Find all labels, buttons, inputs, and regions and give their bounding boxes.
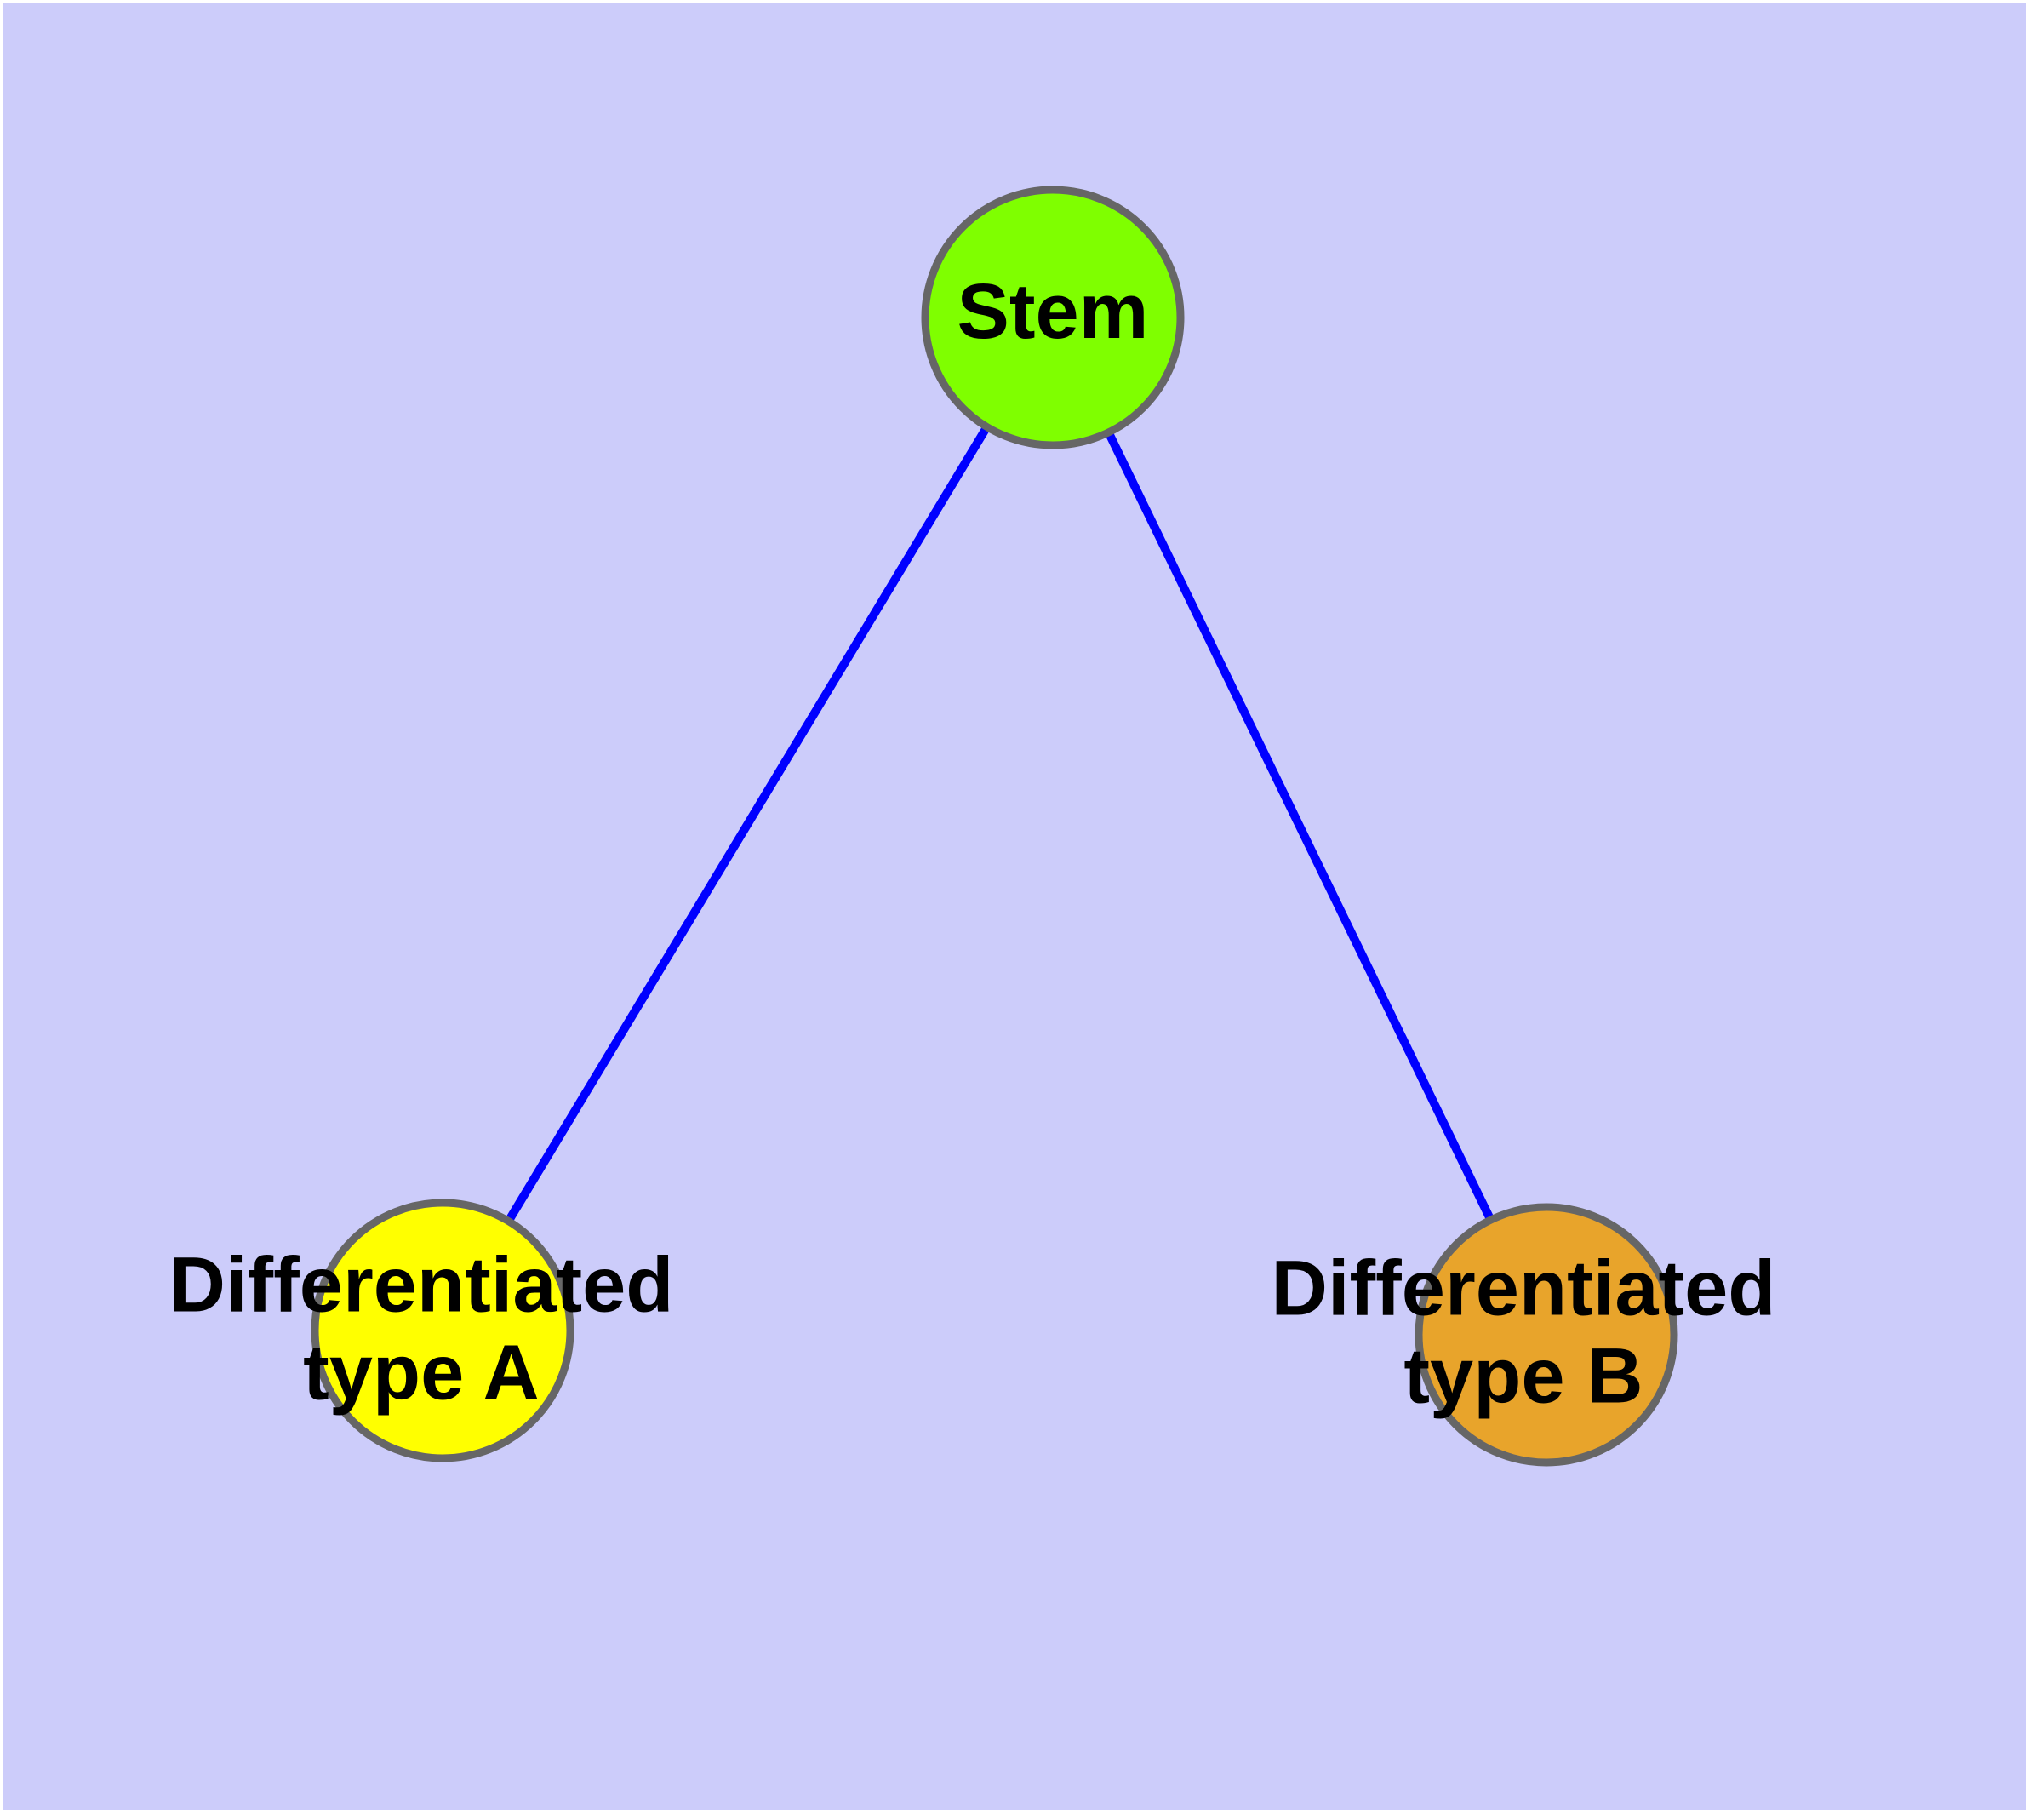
- node-label-stem: Stem: [957, 268, 1149, 355]
- edge-stem-diff_a[interactable]: [438, 315, 1057, 1333]
- node-label-line: Stem: [957, 268, 1149, 355]
- node-stem[interactable]: [921, 186, 1185, 449]
- node-label-line: type A: [303, 1330, 540, 1417]
- node-diff_b[interactable]: [1415, 1203, 1678, 1467]
- node-label-line: Differentiated: [1272, 1245, 1776, 1332]
- node-label-line: Differentiated: [169, 1242, 674, 1329]
- node-circle-stem[interactable]: [921, 186, 1185, 449]
- node-label-line: type B: [1403, 1333, 1643, 1420]
- node-circle-diff_b[interactable]: [1415, 1203, 1678, 1467]
- node-diff_a[interactable]: [311, 1199, 574, 1462]
- edges-group: [438, 315, 1551, 1337]
- node-circle-diff_a[interactable]: [311, 1199, 574, 1462]
- edge-stem-diff_b[interactable]: [1049, 315, 1551, 1337]
